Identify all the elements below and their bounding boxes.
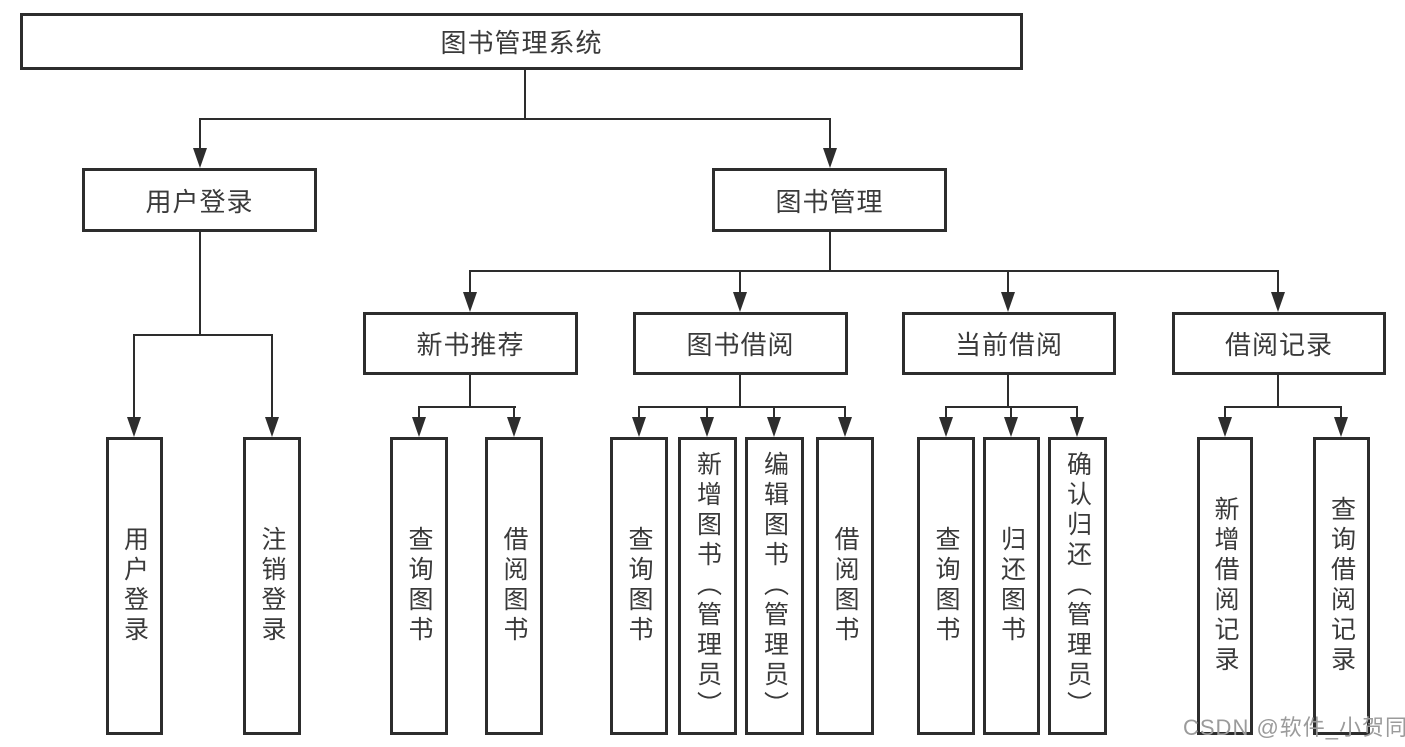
node-user-login: 用户登录 [82,168,317,232]
arrow-down-icon [1070,417,1084,437]
leaf-add-book-admin: 新增图书（管理员） [678,437,737,735]
leaf-query-books-borrowing: 查询图书 [610,437,668,735]
arrow-down-icon [193,148,207,168]
arrow-down-icon [412,417,426,437]
node-label: 借阅记录 [1224,330,1333,360]
connector-line [199,118,201,150]
leaf-label: 编辑图书（管理员） [760,451,789,721]
connector-line [829,118,831,150]
connector-line [945,406,947,419]
csdn-watermark: CSDN @软件_小贺同学 [1183,715,1405,740]
connector-line [1076,406,1078,419]
connector-line [133,334,135,419]
arrow-down-icon [1004,417,1018,437]
connector-line [133,334,273,336]
connector-line [1007,270,1009,294]
leaf-confirm-return-admin: 确认归还（管理员） [1048,437,1107,735]
leaf-label: 注销登录 [258,526,286,646]
arrow-down-icon [838,417,852,437]
connector-line [1277,375,1279,408]
leaf-label: 用户登录 [120,526,149,646]
connector-line [1007,375,1009,408]
connector-line [418,406,420,419]
leaf-return-books: 归还图书 [983,437,1040,735]
arrow-down-icon [265,417,279,437]
connector-line [199,232,201,336]
arrow-down-icon [733,292,747,312]
connector-line [469,270,471,294]
node-label: 当前借阅 [954,330,1063,360]
leaf-label: 借阅图书 [500,526,528,646]
connector-line [513,406,515,419]
connector-line [199,118,831,120]
node-label: 用户登录 [145,186,254,217]
leaf-query-borrow-record: 查询借阅记录 [1313,437,1370,735]
leaf-logout: 注销登录 [243,437,301,735]
arrow-down-icon [939,417,953,437]
connector-line [524,70,526,120]
leaf-label: 查询图书 [405,526,433,646]
leaf-label: 查询图书 [625,526,653,646]
leaf-query-books-recommend: 查询图书 [390,437,448,735]
arrow-down-icon [507,417,521,437]
arrow-down-icon [767,417,781,437]
connector-line [844,406,846,419]
leaf-label: 确认归还（管理员） [1063,451,1092,721]
connector-line [469,270,1279,272]
leaf-borrow-books: 借阅图书 [816,437,874,735]
connector-line [1340,406,1342,419]
leaf-query-books-current: 查询图书 [917,437,975,735]
leaf-user-login: 用户登录 [106,437,163,735]
leaf-label: 新增图书（管理员） [693,451,722,721]
leaf-label: 归还图书 [997,526,1026,646]
connector-line [739,270,741,294]
leaf-edit-book-admin: 编辑图书（管理员） [745,437,804,735]
node-label: 新书推荐 [416,330,525,360]
arrow-down-icon [463,292,477,312]
node-book-borrowing: 图书借阅 [633,312,848,375]
arrow-down-icon [127,417,141,437]
connector-line [773,406,775,419]
arrow-down-icon [1271,292,1285,312]
arrow-down-icon [700,417,714,437]
leaf-label: 借阅图书 [831,526,859,646]
connector-line [1224,406,1342,408]
connector-line [638,406,640,419]
connector-line [271,334,273,419]
leaf-add-borrow-record: 新增借阅记录 [1197,437,1253,735]
connector-line [1277,270,1279,294]
leaf-borrow-books-recommend: 借阅图书 [485,437,543,735]
node-label: 图书借阅 [686,330,795,360]
arrow-down-icon [1218,417,1232,437]
node-label: 图书管理系统 [440,28,603,58]
connector-line [829,232,831,272]
node-borrowing-records: 借阅记录 [1172,312,1386,375]
connector-line [706,406,708,419]
arrow-down-icon [1334,417,1348,437]
node-root-library-system: 图书管理系统 [20,13,1023,70]
connector-line [739,375,741,408]
node-new-book-recommend: 新书推荐 [363,312,578,375]
connector-line [418,406,516,408]
connector-line [1010,406,1012,419]
connector-line [1224,406,1226,419]
leaf-label: 查询借阅记录 [1327,496,1356,676]
arrow-down-icon [1001,292,1015,312]
arrow-down-icon [823,148,837,168]
connector-line [469,375,471,408]
arrow-down-icon [632,417,646,437]
node-book-management: 图书管理 [712,168,947,232]
connector-line [638,406,846,408]
leaf-label: 新增借阅记录 [1211,496,1239,676]
node-label: 图书管理 [775,186,884,217]
leaf-label: 查询图书 [932,526,960,646]
node-current-borrowing: 当前借阅 [902,312,1116,375]
